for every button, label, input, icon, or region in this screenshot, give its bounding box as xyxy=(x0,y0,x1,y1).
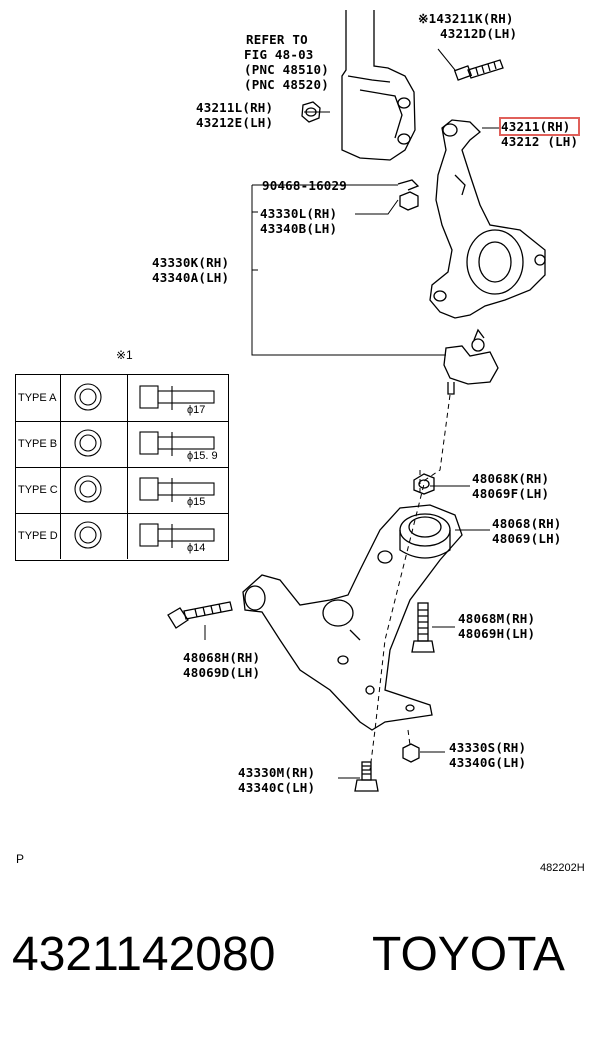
table-marker: ※1 xyxy=(116,348,133,362)
bolt-type-table: TYPE A ϕ17 TYPE B ϕ15. 9 TYPE C ϕ15 TYPE… xyxy=(15,374,229,561)
part-number: 4321142080 xyxy=(12,928,276,981)
bolt-43211k xyxy=(453,59,504,81)
bolt-type-b-icon xyxy=(139,431,215,456)
type-label: TYPE C xyxy=(16,467,61,513)
label-48068m[interactable]: 48068M(RH) 48069H(LH) xyxy=(458,611,536,641)
leader-lines xyxy=(204,48,500,779)
brand-name: TOYOTA xyxy=(372,928,565,981)
parts-diagram xyxy=(74,10,546,792)
label-48068h[interactable]: 48068H(RH) 48069D(LH) xyxy=(183,650,261,680)
label-48068[interactable]: 48068(RH) 48069(LH) xyxy=(492,516,562,546)
illustration-code: 482202H xyxy=(540,862,585,874)
table-drawings xyxy=(74,383,215,549)
washer-type-c-icon xyxy=(74,475,102,503)
label-43330k[interactable]: 43330K(RH) 43340A(LH) xyxy=(152,255,230,285)
bushing-48068 xyxy=(399,513,451,559)
table-row: TYPE D ϕ14 xyxy=(16,513,228,559)
washer-type-a-icon xyxy=(74,383,102,411)
label-43330m[interactable]: 43330M(RH) 43340C(LH) xyxy=(238,765,316,795)
label-43211-highlighted[interactable]: 43211(RH) 43212 (LH) xyxy=(498,117,581,149)
type-label: TYPE B xyxy=(16,421,61,467)
nut-48068k xyxy=(413,473,435,495)
cotter-pin-90468 xyxy=(397,179,420,211)
size-label: ϕ15 xyxy=(187,496,206,508)
ball-joint xyxy=(443,328,499,395)
label-43211k[interactable]: ※143211K(RH) 43212D(LH) xyxy=(418,11,518,41)
lower-control-arm xyxy=(242,504,463,731)
washer-type-b-icon xyxy=(74,429,102,457)
product-footer: 4321142080 TOYOTA xyxy=(0,915,600,995)
corner-p: P xyxy=(16,852,25,866)
size-label: ϕ15. 9 xyxy=(187,450,218,462)
table-row: TYPE A ϕ17 xyxy=(16,375,228,422)
label-90468[interactable]: 90468-16029 xyxy=(262,178,347,193)
label-43330l[interactable]: 43330L(RH) 43340B(LH) xyxy=(260,206,338,236)
label-refer-to: REFER TO FIG 48-03 (PNC 48510) (PNC 4852… xyxy=(244,32,329,92)
bolt-type-d-icon xyxy=(139,523,215,548)
washer-type-d-icon xyxy=(74,521,102,549)
bolt-43330m xyxy=(354,761,379,792)
steering-knuckle xyxy=(429,119,546,319)
size-label: ϕ14 xyxy=(187,542,206,554)
strut-reference xyxy=(341,10,416,161)
nut-43330s xyxy=(402,743,420,763)
size-label: ϕ17 xyxy=(187,404,206,416)
label-43211l[interactable]: 43211L(RH) 43212E(LH) xyxy=(196,100,274,130)
dashed-guides xyxy=(369,394,451,771)
bolt-48068h xyxy=(167,601,233,629)
label-43330s[interactable]: 43330S(RH) 43340G(LH) xyxy=(449,740,527,770)
table-row: TYPE C ϕ15 xyxy=(16,467,228,514)
bolt-type-a-icon xyxy=(139,385,215,410)
table-row: TYPE B ϕ15. 9 xyxy=(16,421,228,468)
bolt-48068m xyxy=(411,602,435,653)
bolt-type-c-icon xyxy=(139,477,215,502)
label-48068k[interactable]: 48068K(RH) 48069F(LH) xyxy=(472,471,550,501)
type-label: TYPE D xyxy=(16,513,61,559)
type-label: TYPE A xyxy=(16,375,61,421)
